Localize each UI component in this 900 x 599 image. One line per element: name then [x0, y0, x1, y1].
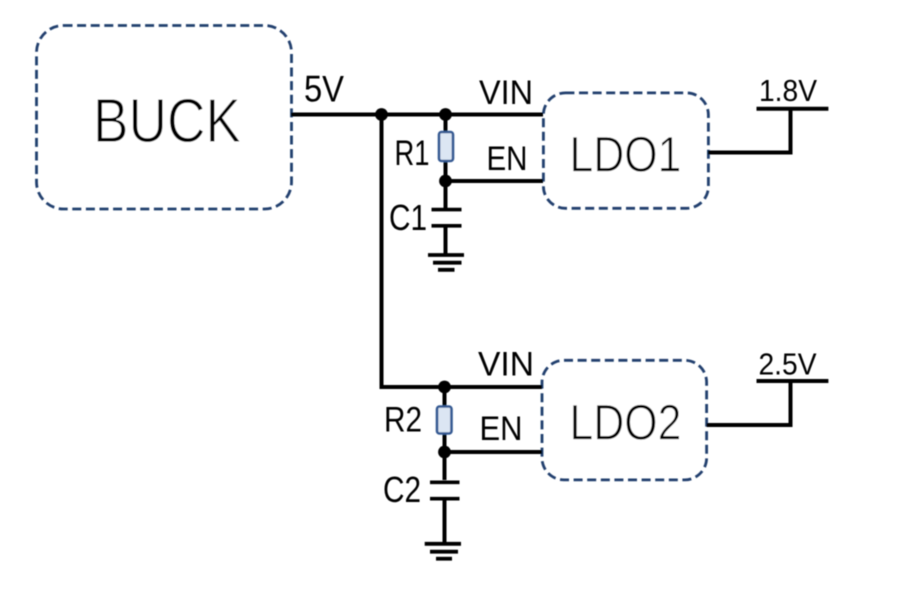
svg-text:EN: EN [487, 140, 528, 178]
svg-text:C2: C2 [383, 469, 421, 510]
svg-text:LDO1: LDO1 [570, 127, 682, 183]
svg-text:VIN: VIN [478, 346, 534, 384]
svg-text:R1: R1 [395, 134, 430, 173]
svg-text:2.5V: 2.5V [759, 347, 817, 382]
svg-text:1.8V: 1.8V [759, 73, 817, 108]
svg-text:5V: 5V [304, 69, 344, 110]
svg-text:VIN: VIN [479, 74, 533, 112]
svg-text:R2: R2 [384, 401, 422, 440]
svg-text:C1: C1 [389, 197, 427, 238]
svg-text:LDO2: LDO2 [570, 395, 682, 451]
svg-text:BUCK: BUCK [93, 87, 241, 156]
svg-text:EN: EN [480, 410, 523, 448]
